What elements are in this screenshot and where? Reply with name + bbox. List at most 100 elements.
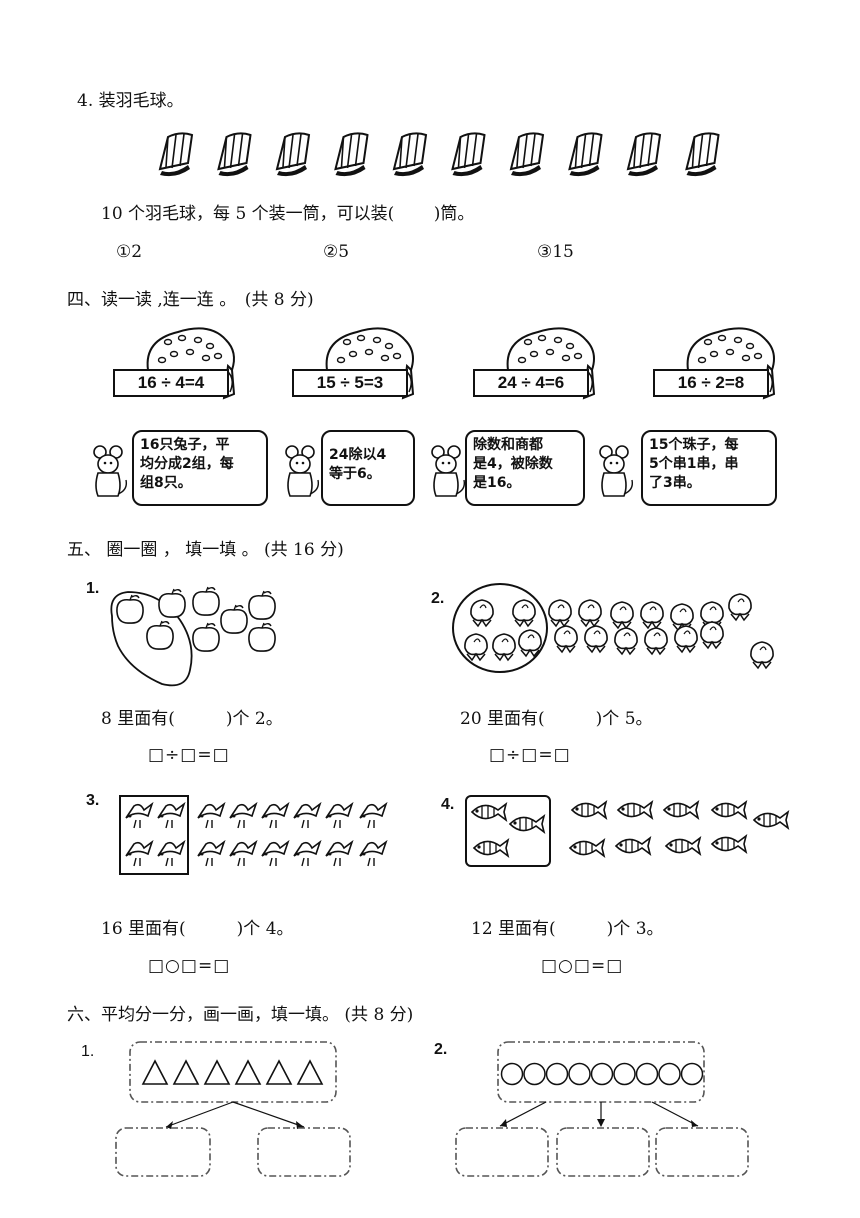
cheese-icon [325, 327, 415, 400]
bird-icon [125, 801, 154, 829]
s6-item2-target-box-3[interactable] [655, 1127, 749, 1177]
fish-icon [470, 802, 508, 822]
item1-equation[interactable]: □÷□=□ [148, 745, 230, 765]
section4-title: 四、读一读 ,连一连 。 (共 8 分) [67, 290, 314, 310]
bird-icon [261, 801, 290, 829]
statement-bubble-4[interactable]: 15个珠子，每 5个串1串，串 了3串。 [641, 430, 777, 506]
peach-group-outline [452, 583, 548, 673]
triangle-shape [296, 1059, 324, 1085]
item3-equation[interactable]: □○□=□ [148, 956, 231, 976]
item2-equation[interactable]: □÷□=□ [489, 745, 571, 765]
q4-option-1[interactable]: ①2 [116, 242, 143, 262]
apple-icon [158, 588, 186, 618]
section5-title: 五、 圈一圈 ， 填一填 。 (共 16 分) [67, 540, 344, 560]
bird-icon [157, 801, 186, 829]
shuttlecock-icon [158, 132, 194, 177]
peach-icon [584, 625, 608, 654]
equation-card-1[interactable]: 16 ÷ 4=4 [113, 369, 229, 397]
item3-fill: 16 里面有( )个 4。 [101, 919, 294, 939]
fish-icon [664, 836, 702, 856]
q4-option-2[interactable]: ②5 [323, 242, 350, 262]
shuttlecock-icon [568, 132, 603, 177]
equation-card-4[interactable]: 16 ÷ 2=8 [653, 369, 769, 397]
bird-group-outline [119, 795, 189, 875]
bird-icon [157, 839, 186, 867]
statement-bubble-1[interactable]: 16只兔子，平 均分成2组，每 组8只。 [132, 430, 268, 506]
mouse-icon [431, 445, 466, 497]
s6-item2-target-box-1[interactable] [455, 1127, 549, 1177]
fish-icon [710, 800, 748, 820]
fish-icon [614, 836, 652, 856]
shuttlecock-icon [509, 132, 545, 177]
q4-question: 10 个羽毛球，每 5 个装一筒，可以装( )筒。 [101, 204, 475, 224]
s6-item1-target-box-1[interactable] [115, 1127, 211, 1177]
item2-number: 2. [431, 590, 445, 607]
shuttlecock-icon [685, 132, 720, 177]
apple-icon [116, 594, 144, 624]
peach-icon [640, 601, 664, 630]
peach-icon [700, 621, 724, 650]
circle-shape [568, 1062, 591, 1086]
bird-icon [359, 839, 388, 867]
peach-icon [464, 633, 488, 662]
apple-icon [192, 622, 220, 652]
q4-title: 4. 装羽毛球。 [77, 91, 184, 111]
fish-group-outline [465, 795, 551, 867]
circle-shape [613, 1062, 636, 1086]
item1-fill: 8 里面有( )个 2。 [101, 709, 283, 729]
circle-shape [658, 1062, 681, 1086]
bird-icon [125, 839, 154, 867]
apple-icon [192, 586, 220, 616]
fish-icon [472, 838, 510, 858]
mouse-icon [93, 445, 128, 497]
item4-equation[interactable]: □○□=□ [541, 956, 624, 976]
peach-icon [554, 625, 578, 654]
peach-icon [548, 599, 572, 628]
triangle-shape [141, 1059, 169, 1085]
statement-bubble-2[interactable]: 24除以4 等于6。 [321, 430, 415, 506]
apple-icon [248, 622, 276, 652]
circle-shape [680, 1062, 704, 1086]
apple-icon [248, 590, 276, 620]
apple-icon [146, 620, 174, 650]
triangle-shape [172, 1059, 200, 1085]
mouse-icon [599, 445, 634, 497]
shuttlecock-icon [334, 132, 369, 177]
fish-icon [710, 834, 748, 854]
circle-shape [523, 1062, 546, 1086]
apple-icon [220, 604, 248, 634]
q4-option-3[interactable]: ③15 [537, 242, 574, 262]
peach-icon [750, 641, 774, 670]
circle-shape [545, 1062, 569, 1086]
fish-icon [752, 810, 790, 830]
s6-item1-target-box-2[interactable] [257, 1127, 351, 1177]
item3-number: 3. [86, 792, 100, 809]
item4-fill: 12 里面有( )个 3。 [471, 919, 664, 939]
item1-number: 1. [86, 580, 100, 597]
peach-icon [610, 601, 634, 630]
bird-icon [359, 801, 388, 829]
cheese-icon [146, 327, 236, 400]
bird-icon [229, 839, 258, 867]
bird-icon [261, 839, 290, 867]
section6-title: 六、平均分一分，画一画，填一填。 (共 8 分) [67, 1005, 414, 1025]
item2-fill: 20 里面有( )个 5。 [460, 709, 653, 729]
peach-icon [578, 599, 602, 628]
statement-bubble-3[interactable]: 除数和商都 是4，被除数 是16。 [465, 430, 585, 506]
shuttlecock-icon [626, 132, 662, 177]
bird-icon [293, 801, 322, 829]
s6-item2-target-box-2[interactable] [556, 1127, 650, 1177]
bird-icon [229, 801, 258, 829]
peach-icon [674, 625, 698, 654]
s6-item2-number: 2. [434, 1041, 448, 1058]
shuttlecock-icon [451, 132, 486, 177]
equation-card-3[interactable]: 24 ÷ 4=6 [473, 369, 589, 397]
peach-icon [614, 627, 638, 656]
peach-icon [492, 633, 516, 662]
equation-card-2[interactable]: 15 ÷ 5=3 [292, 369, 408, 397]
triangle-shape [203, 1059, 231, 1085]
